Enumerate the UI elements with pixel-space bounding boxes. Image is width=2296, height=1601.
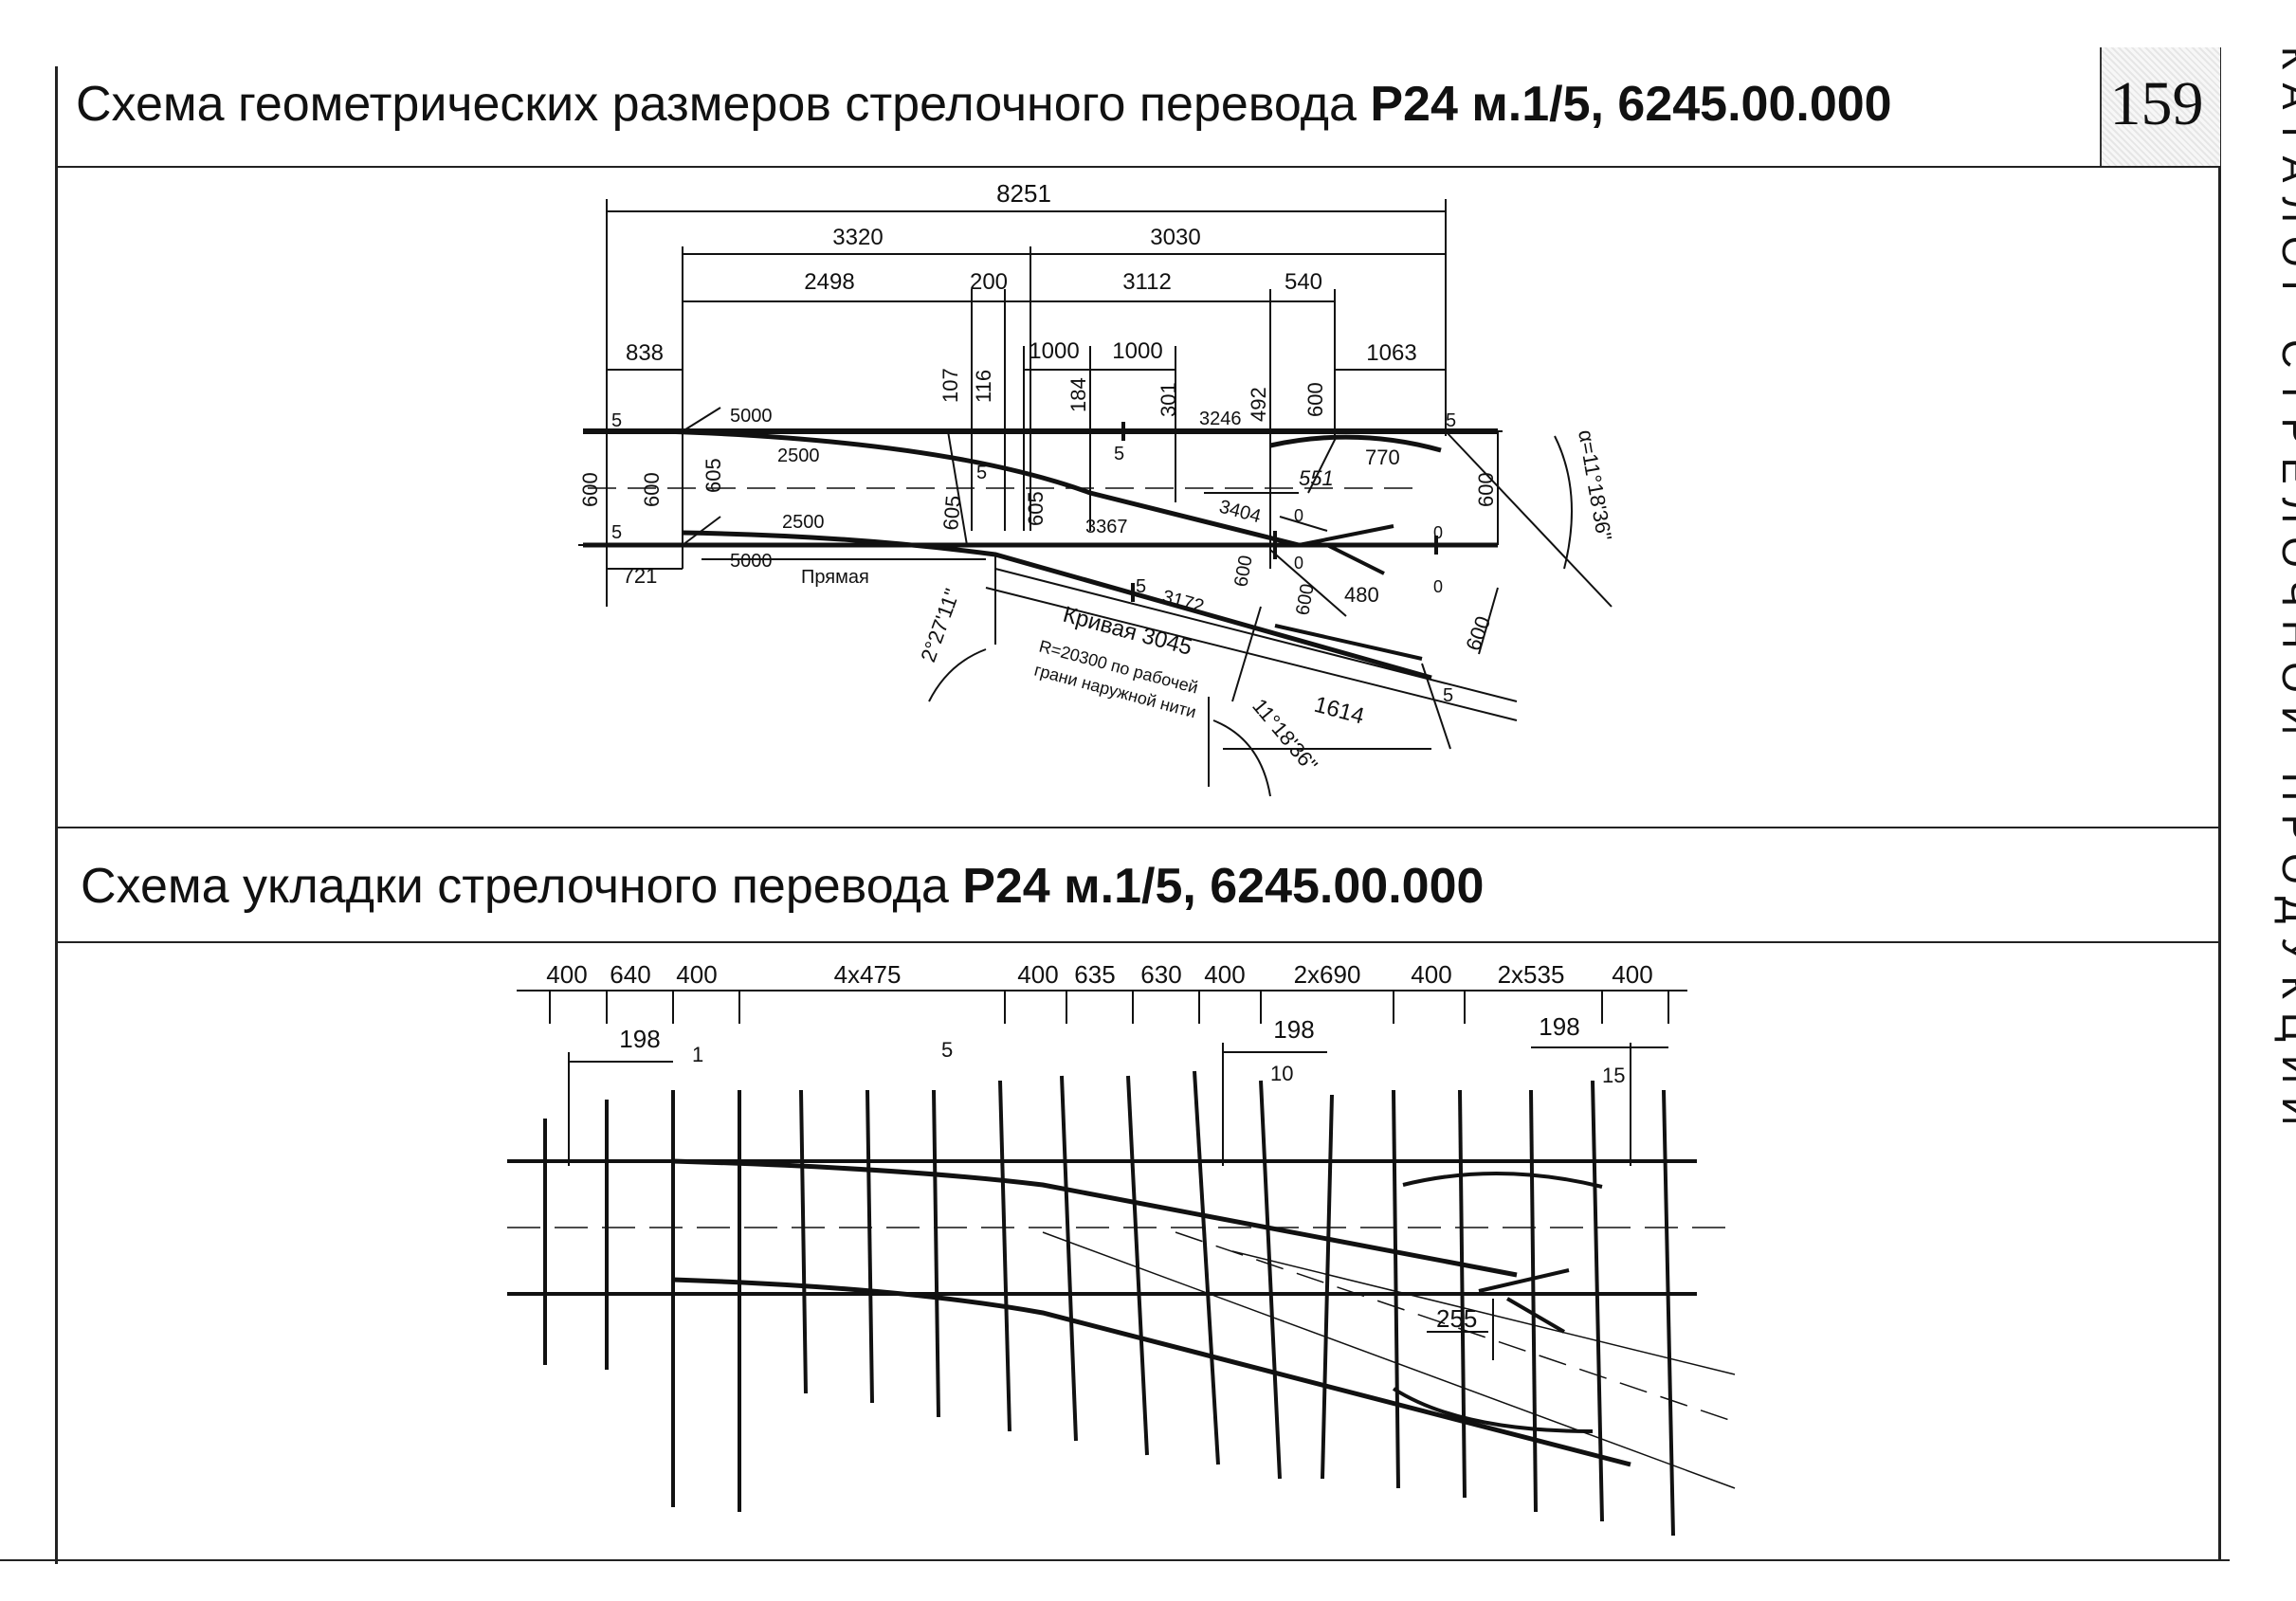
layout-tie-15: 15 <box>1602 1064 1625 1087</box>
layout-dim-7: 400 <box>1204 960 1245 989</box>
layout-dim-1: 640 <box>610 960 650 989</box>
dim-1000-a: 1000 <box>1029 338 1079 364</box>
section2-title-bold: Р24 м.1/5, 6245.00.000 <box>962 859 1485 914</box>
dim-600-mid-1: 600 <box>1230 554 1256 589</box>
dim-721: 721 <box>623 564 658 588</box>
dim-600-left-2: 600 <box>640 472 664 507</box>
mark-0-a: 0 <box>1294 506 1303 525</box>
mark-5-c: 5 <box>976 463 987 483</box>
layout-dim-8: 2x690 <box>1294 960 1361 989</box>
frame-bottom-border <box>0 1559 2230 1561</box>
dim-605-c: 605 <box>1024 491 1048 526</box>
dim-3404: 3404 <box>1217 497 1264 528</box>
dim-2500-b: 2500 <box>782 512 825 533</box>
layout-dim-9: 400 <box>1411 960 1451 989</box>
dim-600-right: 600 <box>1474 472 1498 507</box>
dim-107: 107 <box>938 368 962 403</box>
dim-770: 770 <box>1365 446 1400 469</box>
mark-5-a: 5 <box>611 410 622 431</box>
layout-sub-198-c: 198 <box>1539 1012 1579 1041</box>
layout-dim-6: 630 <box>1140 960 1181 989</box>
mark-0-b: 0 <box>1433 523 1443 542</box>
layout-scheme-diagram: 400 640 400 4x475 400 635 630 400 2x690 … <box>507 960 1736 1537</box>
layout-tie-1: 1 <box>692 1043 703 1066</box>
mark-0-c: 0 <box>1294 554 1303 573</box>
dim-492: 492 <box>1247 387 1270 422</box>
dim-116: 116 <box>972 370 995 403</box>
dim-3246: 3246 <box>1199 409 1242 429</box>
layout-sub-255: 255 <box>1436 1304 1477 1333</box>
dim-3030: 3030 <box>1150 225 1200 250</box>
dim-838: 838 <box>626 340 664 366</box>
page-title-bold: Р24 м.1/5, 6245.00.000 <box>1370 77 1892 132</box>
layout-dim-2: 400 <box>676 960 717 989</box>
dim-605-a: 605 <box>702 458 725 493</box>
dim-8251: 8251 <box>996 179 1051 208</box>
dim-600-top: 600 <box>1303 382 1327 417</box>
mark-5-d: 5 <box>1114 444 1124 464</box>
dim-551: 551 <box>1299 466 1334 490</box>
dim-5000-b: 5000 <box>730 551 773 572</box>
label-angle-small: 2°27'11" <box>916 586 964 665</box>
frame-left-border <box>55 66 58 1564</box>
page-number: 159 <box>2109 69 2204 138</box>
dim-200: 200 <box>970 269 1008 295</box>
layout-tie-5: 5 <box>941 1038 953 1062</box>
dim-1063: 1063 <box>1366 340 1416 366</box>
dim-600-mid-2: 600 <box>1292 582 1318 617</box>
label-angle-alpha: α=11°18'36" <box>1574 428 1616 543</box>
dim-540: 540 <box>1285 269 1322 295</box>
page-title-regular: Схема геометрических размеров стрелочног… <box>76 77 1371 132</box>
dim-600-bottom-right: 600 <box>1461 613 1495 654</box>
frame-right-border <box>2218 47 2221 1561</box>
layout-dim-10: 2x535 <box>1498 960 1565 989</box>
mark-5-f: 5 <box>1136 576 1146 597</box>
dim-605-b: 605 <box>938 495 965 532</box>
label-straight: Прямая <box>801 567 869 588</box>
section2-title: Схема укладки стрелочного перевода Р24 м… <box>81 858 1484 915</box>
frame-section-divider <box>55 827 2218 828</box>
dim-480: 480 <box>1344 583 1379 607</box>
dim-184: 184 <box>1066 377 1090 412</box>
layout-dim-5: 635 <box>1074 960 1115 989</box>
dim-3367: 3367 <box>1085 517 1128 537</box>
layout-sub-198-b: 198 <box>1273 1015 1314 1044</box>
frame-header-underline <box>55 166 2218 168</box>
page-title: Схема геометрических размеров стрелочног… <box>76 76 1892 133</box>
dim-2498: 2498 <box>804 269 854 295</box>
dim-5000-a: 5000 <box>730 406 773 427</box>
geometry-scheme-diagram: 8251 3320 3030 2498 200 3112 540 838 100… <box>578 179 1616 797</box>
layout-dim-3: 4x475 <box>834 960 902 989</box>
label-angle-main: 11°18'36" <box>1248 694 1322 776</box>
dim-3320: 3320 <box>832 225 883 250</box>
mark-5-e: 5 <box>1446 410 1456 431</box>
dim-1614: 1614 <box>1311 692 1367 730</box>
layout-tie-10: 10 <box>1270 1062 1293 1085</box>
mark-5-b: 5 <box>611 522 622 543</box>
layout-dim-11: 400 <box>1612 960 1652 989</box>
dim-301: 301 <box>1157 382 1180 417</box>
section2-title-regular: Схема укладки стрелочного перевода <box>81 859 963 914</box>
dim-3112: 3112 <box>1122 269 1172 295</box>
mark-0-d: 0 <box>1433 577 1443 596</box>
dim-1000-b: 1000 <box>1112 338 1162 364</box>
dim-600-left-1: 600 <box>578 472 602 507</box>
layout-dim-4: 400 <box>1017 960 1058 989</box>
frame-section2-underline <box>55 941 2218 943</box>
page-number-box <box>2100 47 2220 166</box>
dim-2500-a: 2500 <box>777 446 820 466</box>
mark-5-g: 5 <box>1443 685 1453 706</box>
layout-sub-198-a: 198 <box>619 1025 660 1053</box>
layout-dim-0: 400 <box>546 960 587 989</box>
